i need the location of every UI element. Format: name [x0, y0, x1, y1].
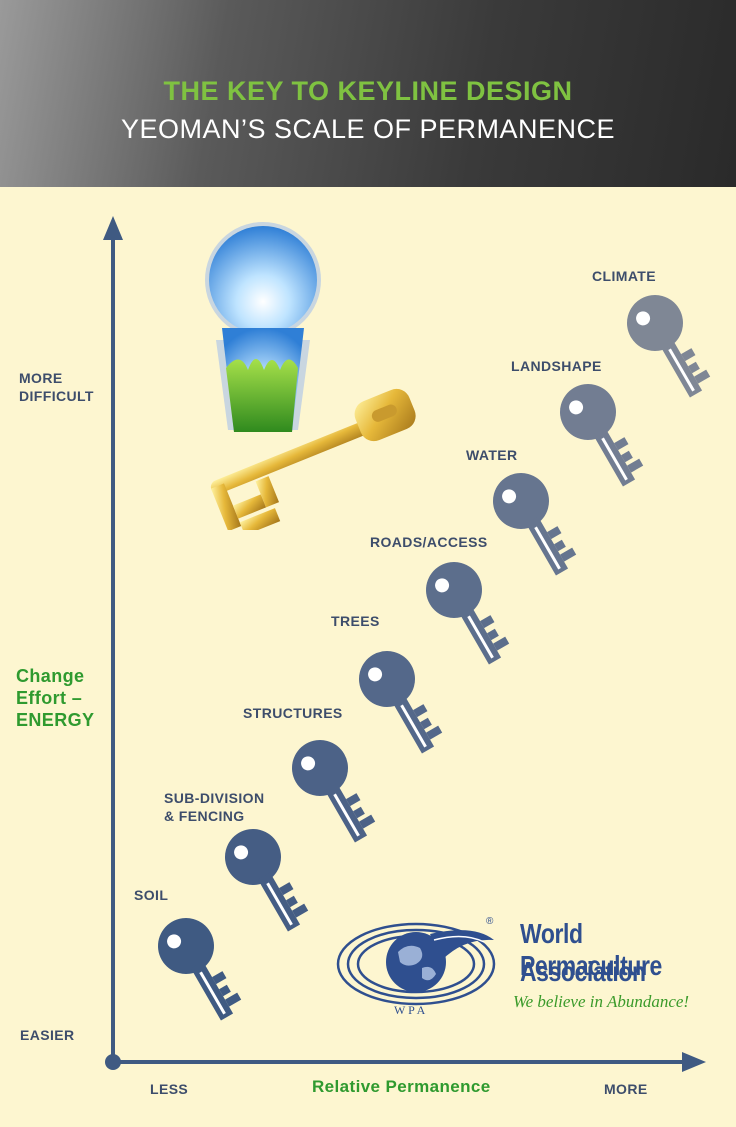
- page-title: THE KEY TO KEYLINE DESIGN: [163, 76, 573, 106]
- x-axis-right-label: MORE: [604, 1081, 648, 1097]
- key-icon: [359, 651, 443, 754]
- key-label-landshape: LANDSHAPE: [511, 358, 602, 374]
- key-icon: [627, 295, 711, 398]
- y-axis-title-line3: ENERGY: [16, 710, 95, 730]
- x-axis-title: Relative Permanence: [312, 1077, 491, 1096]
- golden-key-icon: [210, 388, 416, 530]
- keyhole-illustration: [205, 222, 416, 530]
- logo-tagline: We believe in Abundance!: [513, 992, 690, 1011]
- logo-registered: ®: [486, 916, 494, 927]
- key-label-subdivision-line1: SUB-DIVISION: [164, 790, 265, 806]
- y-axis-bottom-label: EASIER: [20, 1027, 75, 1043]
- key-label-soil: SOIL: [134, 887, 169, 903]
- logo-name-line1: World Permaculture: [520, 918, 662, 981]
- logo-initials: W P A: [394, 1003, 426, 1017]
- y-axis-top-label: MORE DIFFICULT: [19, 369, 94, 405]
- wpa-logo-icon: W P A ®: [336, 916, 496, 1017]
- key-icon: [493, 473, 577, 576]
- y-axis-title: Change Effort – ENERGY: [16, 665, 94, 731]
- y-axis-top-line2: DIFFICULT: [19, 388, 94, 404]
- header-banner: THE KEY TO KEYLINE DESIGN YEOMAN’S SCALE…: [0, 0, 736, 187]
- y-axis-title-line1: Change: [16, 666, 85, 686]
- key-label-water: WATER: [466, 447, 518, 463]
- logo-name-line2: Association: [520, 956, 646, 987]
- key-label-trees: TREES: [331, 613, 380, 629]
- key-label-structures: STRUCTURES: [243, 705, 343, 721]
- keyhole-icon: [205, 222, 321, 432]
- key-label-subdivision: SUB-DIVISION & FENCING: [164, 789, 264, 825]
- y-axis-top-line1: MORE: [19, 370, 63, 386]
- key-icon: [158, 918, 242, 1021]
- key-icon: [225, 829, 309, 932]
- key-icon: [560, 384, 644, 487]
- key-label-subdivision-line2: & FENCING: [164, 808, 245, 824]
- key-icon: [426, 562, 510, 665]
- x-axis-left-label: LESS: [150, 1081, 189, 1097]
- diagram-panel: [0, 187, 736, 1127]
- y-axis-title-line2: Effort –: [16, 688, 83, 708]
- key-icon: [292, 740, 376, 843]
- key-label-roads: ROADS/ACCESS: [370, 534, 488, 550]
- key-label-climate: CLIMATE: [592, 268, 656, 284]
- page-subtitle: YEOMAN’S SCALE OF PERMANENCE: [120, 114, 616, 144]
